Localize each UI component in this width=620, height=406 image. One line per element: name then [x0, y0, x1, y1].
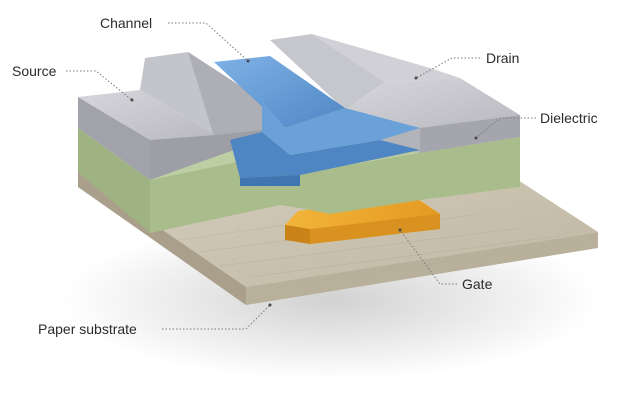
drain-label: Drain	[486, 50, 519, 66]
channel-label: Channel	[100, 15, 152, 31]
channel-layer	[214, 56, 420, 186]
source-electrode	[78, 52, 262, 180]
source-label: Source	[12, 63, 57, 79]
dielectric-label: Dielectric	[540, 110, 598, 126]
paper-substrate-label: Paper substrate	[38, 321, 137, 337]
gate-label: Gate	[462, 276, 493, 292]
gate-layer	[285, 196, 440, 244]
drain-electrode	[270, 34, 520, 153]
leader-lines	[66, 22, 536, 330]
